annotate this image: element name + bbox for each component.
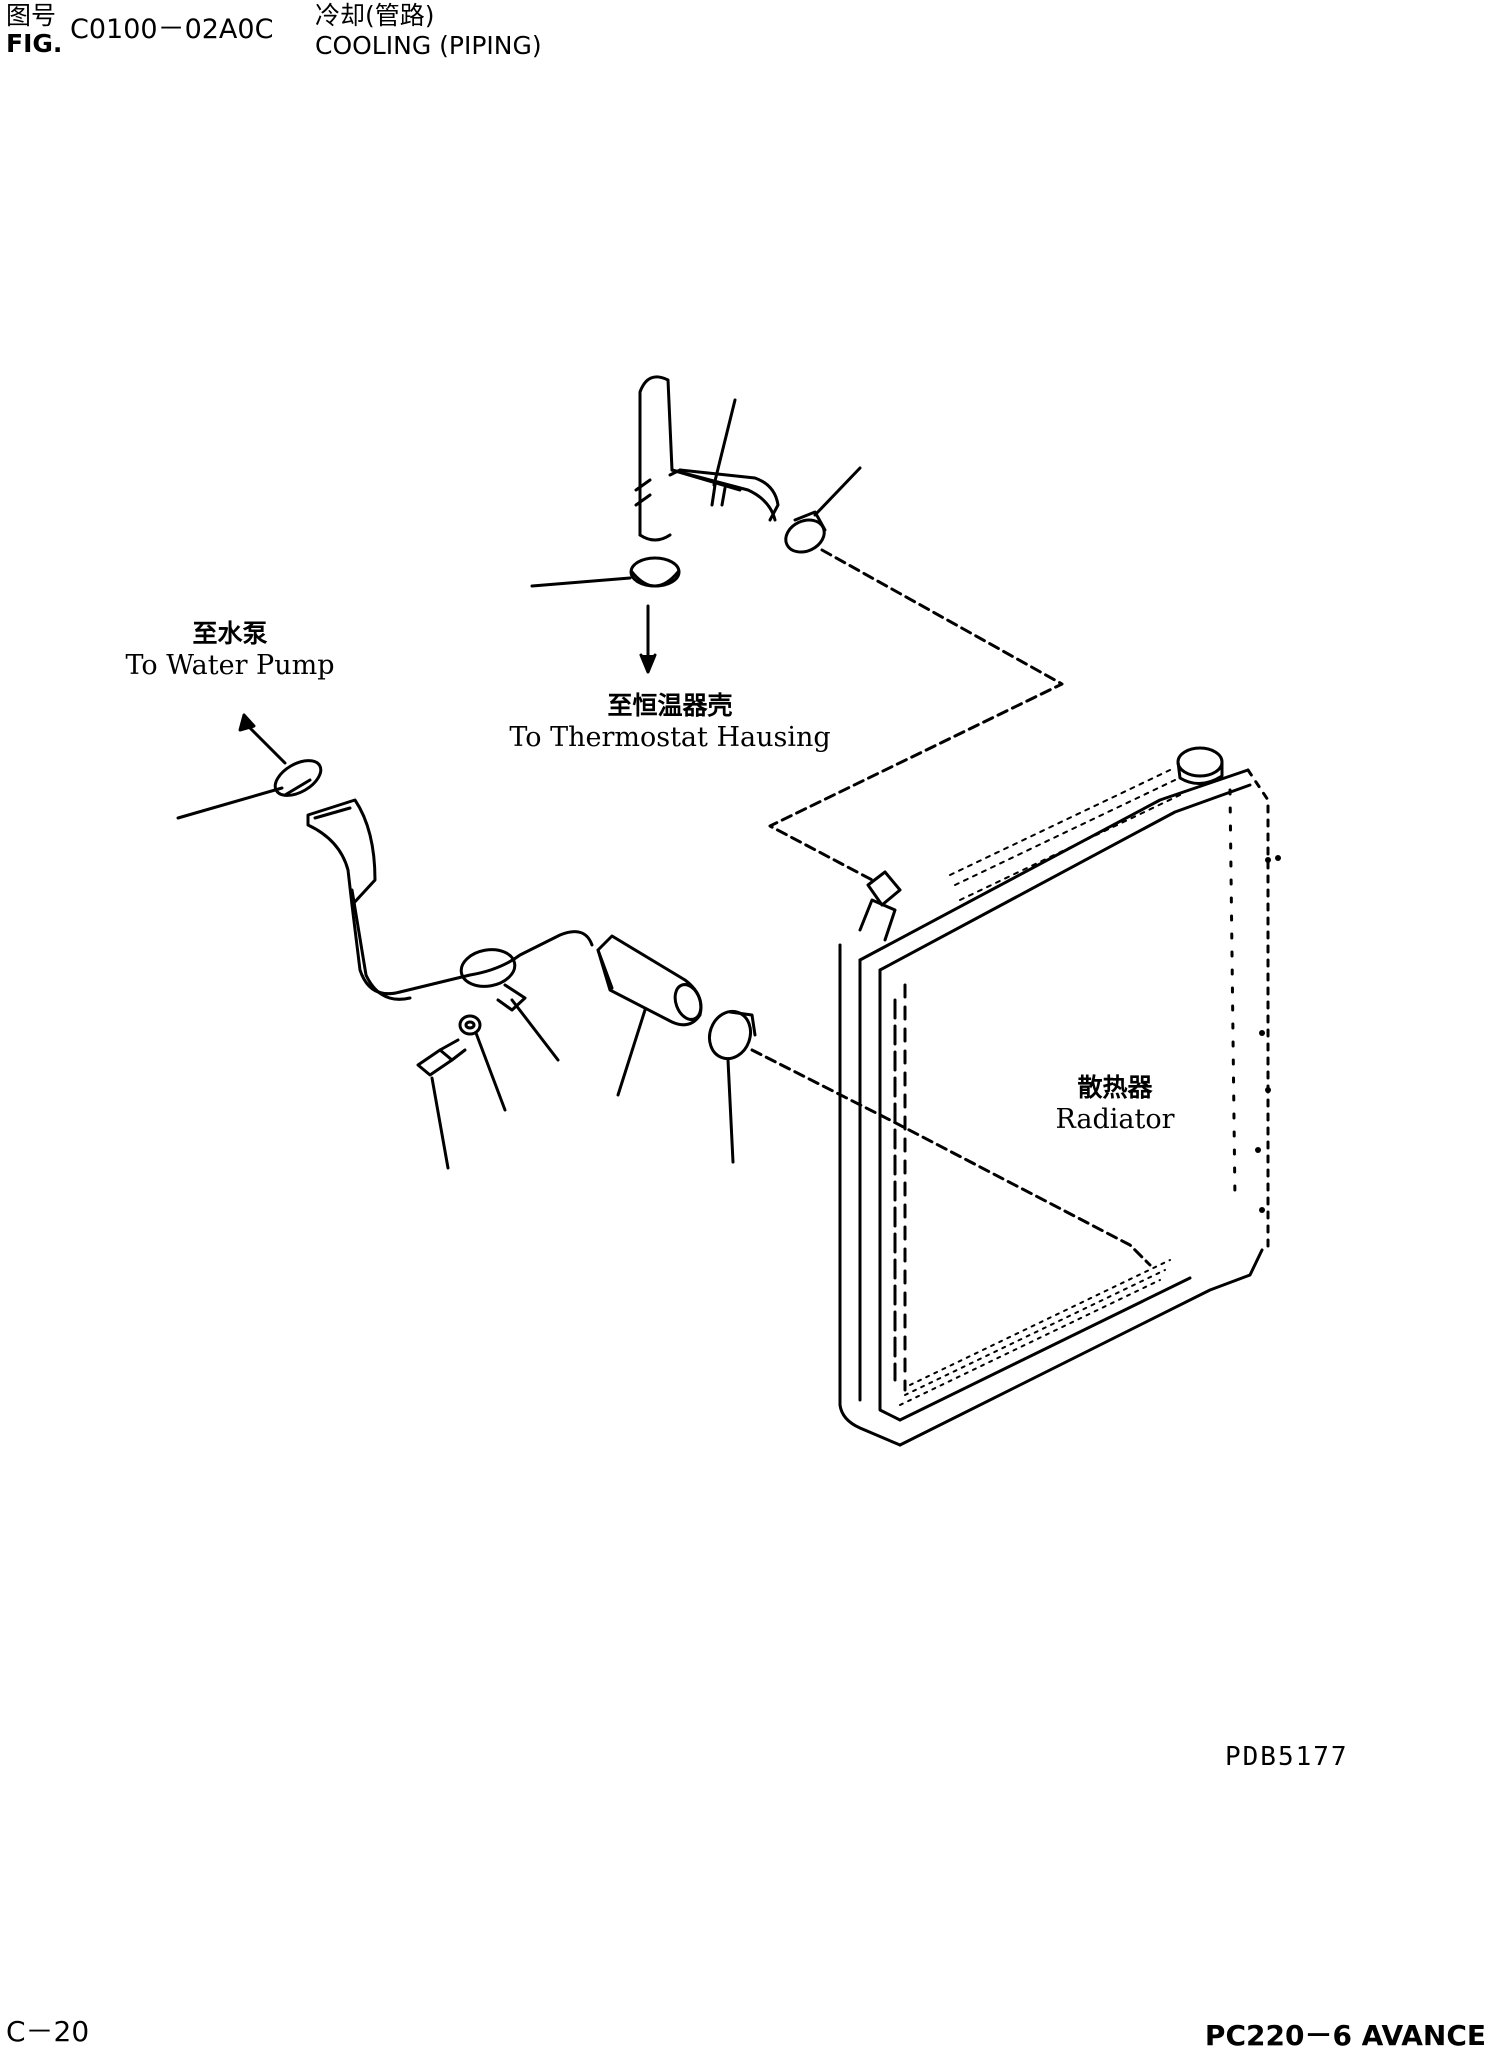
leader-pipe-clamp bbox=[510, 998, 560, 1062]
thermostat-clamp bbox=[629, 556, 681, 588]
fig-label-zh: 图号 bbox=[6, 1, 57, 30]
thermostat-label-en: To Thermostat Hausing bbox=[509, 722, 831, 753]
title-zh: 冷却(管路) bbox=[315, 1, 435, 30]
page-number: C－20 bbox=[6, 2015, 90, 2048]
water-pump-clamp bbox=[273, 759, 323, 797]
leader-upper-hose bbox=[712, 398, 737, 487]
washer bbox=[458, 1014, 482, 1036]
upper-hose-clamp bbox=[784, 510, 827, 554]
radiator-upper-inlet bbox=[858, 870, 902, 942]
leader-bolt bbox=[430, 1076, 450, 1170]
upper-hose-to-radiator-dashed bbox=[768, 548, 1064, 884]
radiator-cap bbox=[1176, 746, 1224, 785]
water-pump-label-zh: 至水泵 bbox=[192, 619, 268, 648]
bolt bbox=[416, 1038, 467, 1077]
label-radiator: 散热器 Radiator bbox=[1020, 1072, 1210, 1136]
model-name: PC220－6 AVANCE bbox=[1204, 2019, 1486, 2052]
lower-short-hose bbox=[306, 798, 377, 907]
leader-upper-clamp bbox=[813, 466, 862, 517]
radiator-label-en: Radiator bbox=[1055, 1104, 1175, 1135]
lower-radiator-hose bbox=[596, 934, 703, 1027]
picture-number: PDB5177 bbox=[1225, 1742, 1349, 1772]
lower-hose-to-radiator-dashed bbox=[750, 1048, 1152, 1267]
label-to-water-pump: 至水泵 To Water Pump bbox=[110, 618, 350, 682]
pipe-clamp bbox=[459, 948, 527, 1012]
thermostat-label-zh: 至恒温器壳 bbox=[607, 691, 733, 720]
radiator-label-zh: 散热器 bbox=[1077, 1073, 1153, 1102]
leader-water-pump-clamp bbox=[176, 786, 284, 820]
radiator-outline bbox=[838, 768, 1270, 1447]
leader-washer bbox=[474, 1031, 507, 1112]
label-to-thermostat: 至恒温器壳 To Thermostat Hausing bbox=[480, 690, 860, 754]
radiator-bottom-fins bbox=[899, 1259, 1171, 1406]
water-pump-label-en: To Water Pump bbox=[125, 650, 335, 681]
fig-code: C0100－02A0C bbox=[70, 14, 274, 45]
fig-label-en: FIG. bbox=[6, 29, 63, 58]
metal-pipe bbox=[350, 903, 594, 996]
leader-lower-hose bbox=[616, 1008, 647, 1097]
title-en: COOLING (PIPING) bbox=[315, 31, 542, 60]
leader-thermostat-clamp bbox=[530, 576, 632, 588]
leader-lower-clamp bbox=[726, 1058, 735, 1164]
radiator-top-fins bbox=[949, 769, 1181, 901]
upper-elbow-hose bbox=[634, 375, 780, 542]
lower-hose-clamp bbox=[707, 1009, 757, 1061]
